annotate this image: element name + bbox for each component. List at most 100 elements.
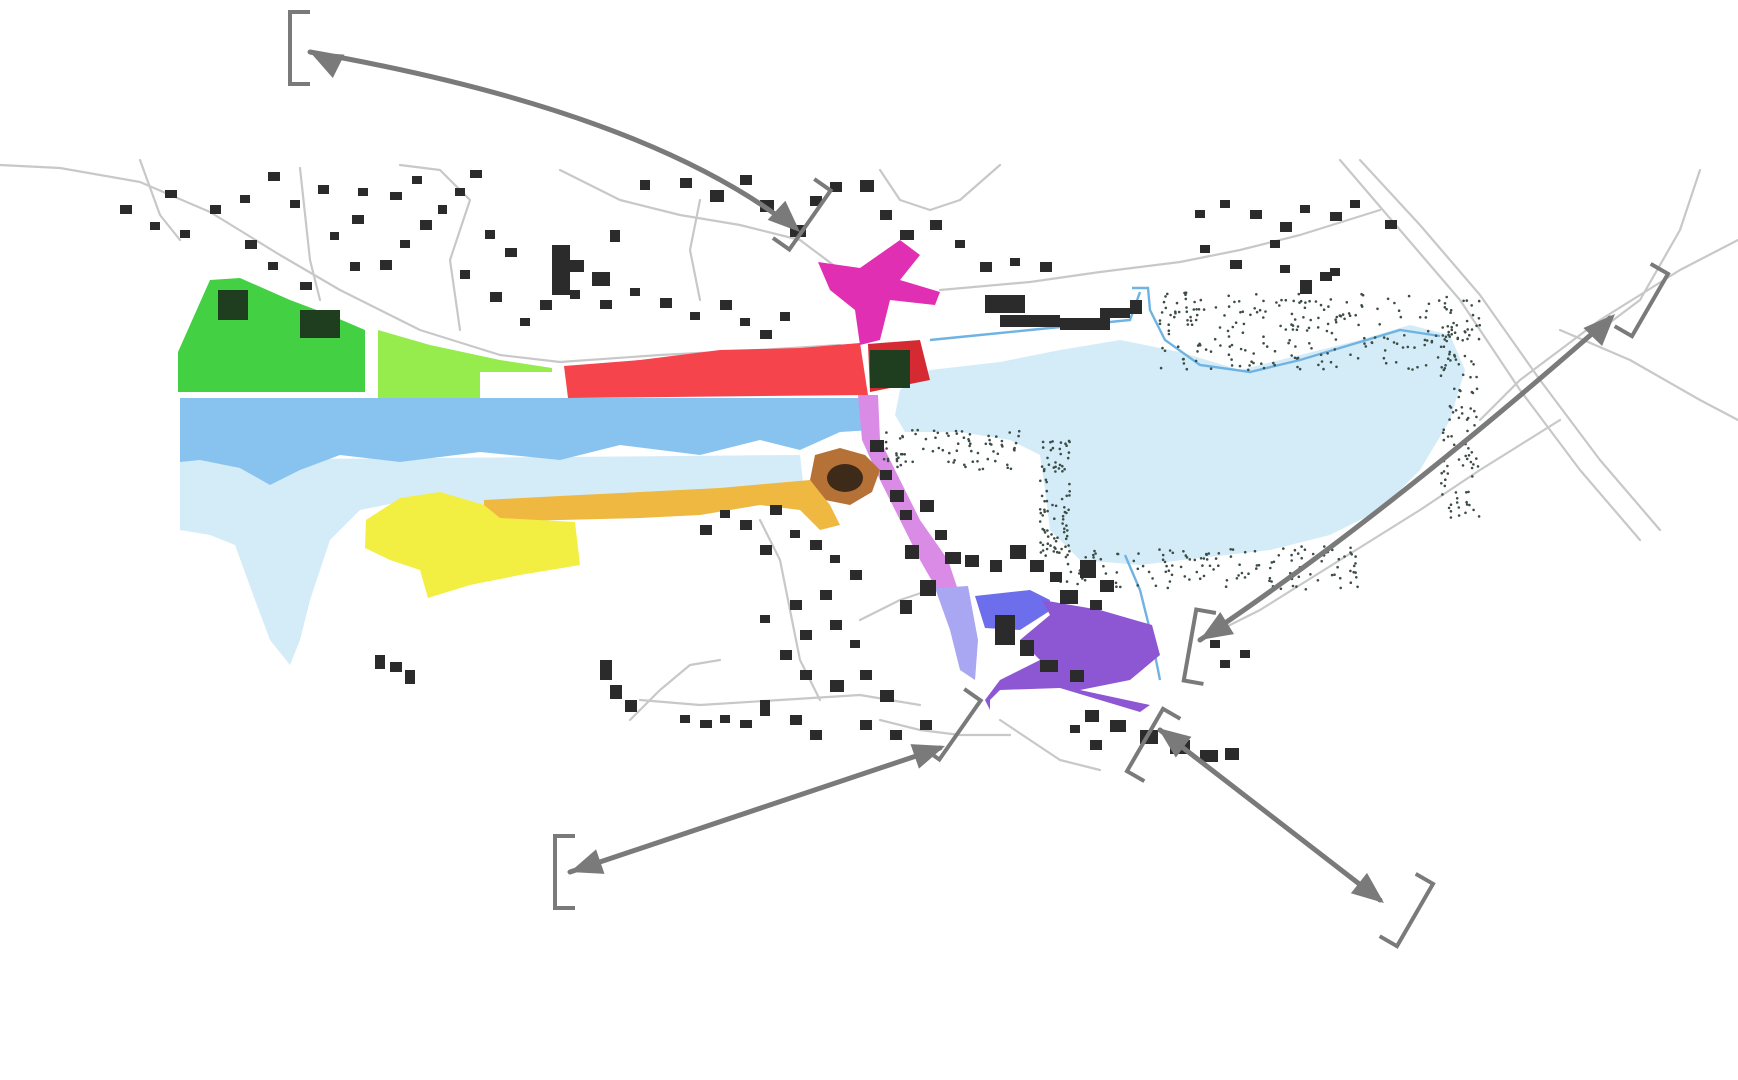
wetland-dot — [1229, 548, 1232, 551]
building — [760, 615, 770, 623]
building — [680, 178, 692, 188]
road-segment — [398, 163, 472, 332]
wetland-dot — [1454, 358, 1458, 361]
wetland-dot — [1477, 515, 1481, 518]
wetland-dot — [1471, 313, 1475, 317]
wetland-dot — [1364, 345, 1368, 348]
building — [830, 620, 842, 630]
wetland-dot — [1442, 438, 1446, 442]
wetland-dot — [1311, 552, 1315, 556]
wetland-dot — [990, 443, 993, 446]
wetland-dot — [1327, 305, 1330, 308]
wetland-dot — [1099, 557, 1103, 561]
wetland-dot — [895, 452, 898, 455]
wetland-dot — [1292, 299, 1295, 303]
wetland-dot — [1230, 364, 1234, 367]
view-arrow-head — [910, 744, 945, 769]
wetland-dot — [1325, 329, 1329, 333]
wetland-dot — [1041, 440, 1045, 444]
wetland-dot — [1335, 315, 1339, 319]
building — [245, 240, 257, 249]
wetland-dot — [1050, 533, 1053, 536]
road-segment — [858, 588, 932, 622]
wetland-dot — [885, 447, 888, 450]
wetland-dot — [1450, 328, 1454, 332]
wetland-dot — [1290, 559, 1293, 562]
wetland-dot — [1159, 366, 1163, 370]
wetland-dot — [1065, 524, 1068, 527]
zone-pink-corridor — [858, 395, 958, 595]
wetland-dot — [1457, 514, 1461, 517]
wetland-dot — [1378, 323, 1381, 326]
wetland-dot — [1046, 535, 1050, 538]
building — [1200, 750, 1218, 762]
wetland-dot — [1059, 441, 1063, 444]
view-arrow-northwest — [307, 49, 793, 228]
wetland-dot — [1316, 326, 1320, 329]
wetland-dot — [1230, 358, 1233, 361]
wetland-dot — [1262, 316, 1265, 319]
wetland-dot — [1193, 300, 1196, 304]
wetland-dot — [1196, 344, 1200, 347]
wetland-dot — [1320, 559, 1323, 563]
wetland-dot — [884, 440, 888, 444]
view-bracket — [1181, 607, 1217, 686]
building — [520, 318, 530, 326]
wetland-dot — [1453, 331, 1457, 335]
wetland-dot — [1304, 301, 1307, 304]
wetland-dot — [1169, 313, 1172, 317]
wetland-dot — [987, 434, 990, 438]
wetland-dot — [1151, 577, 1154, 580]
wetland-dot — [1304, 588, 1308, 591]
wetland-dot — [1291, 584, 1295, 588]
wetland-dot — [1132, 559, 1136, 563]
wetland-dot — [1269, 566, 1272, 570]
wetland-dot — [1478, 323, 1481, 327]
wetland-dot — [1275, 301, 1278, 304]
wetland-dot — [1248, 364, 1251, 367]
wetland-dot — [1227, 294, 1230, 298]
wetland-dot — [1058, 551, 1061, 554]
building — [610, 230, 620, 242]
wetland-dot — [1052, 466, 1056, 469]
building — [1230, 260, 1242, 269]
wetland-dot — [1227, 353, 1231, 357]
wetland-dot — [1202, 557, 1206, 560]
wetland-dot — [1470, 304, 1473, 307]
wetland-dot — [1068, 549, 1071, 553]
building — [945, 552, 961, 564]
wetland-dot — [1355, 576, 1358, 579]
wetland-dot — [1174, 310, 1177, 314]
wetland-dot — [1450, 325, 1453, 329]
wetland-dot — [1442, 470, 1446, 473]
wetland-dot — [1202, 574, 1206, 578]
road-segment — [938, 208, 1382, 292]
wetland-dot — [1228, 345, 1232, 348]
wetland-dot — [1303, 306, 1307, 310]
wetland-dot — [1446, 357, 1450, 361]
wetland-dot — [1092, 553, 1095, 557]
wetland-dot — [1046, 542, 1050, 545]
building — [1250, 210, 1262, 219]
wetland-dot — [1219, 344, 1222, 347]
building — [920, 720, 932, 730]
wetland-dot — [1225, 579, 1229, 582]
view-bracket — [1124, 706, 1182, 783]
wetland-dot — [1418, 316, 1422, 319]
wetland-dot — [992, 450, 995, 453]
wetland-dot — [1212, 568, 1215, 571]
wetland-dot — [1167, 323, 1170, 327]
building — [1030, 560, 1044, 572]
building — [710, 190, 724, 202]
wetland-dot — [1064, 555, 1068, 559]
wetland-dot — [1308, 342, 1311, 345]
wetland-dot — [901, 435, 905, 439]
building — [660, 298, 672, 308]
wetland-dot — [1061, 522, 1064, 525]
building — [890, 490, 904, 502]
wetland-dot — [1154, 584, 1158, 588]
wetland-dot — [1264, 310, 1267, 313]
wetland-dot — [1054, 504, 1058, 508]
building — [470, 170, 482, 178]
wetland-dot — [937, 446, 941, 450]
